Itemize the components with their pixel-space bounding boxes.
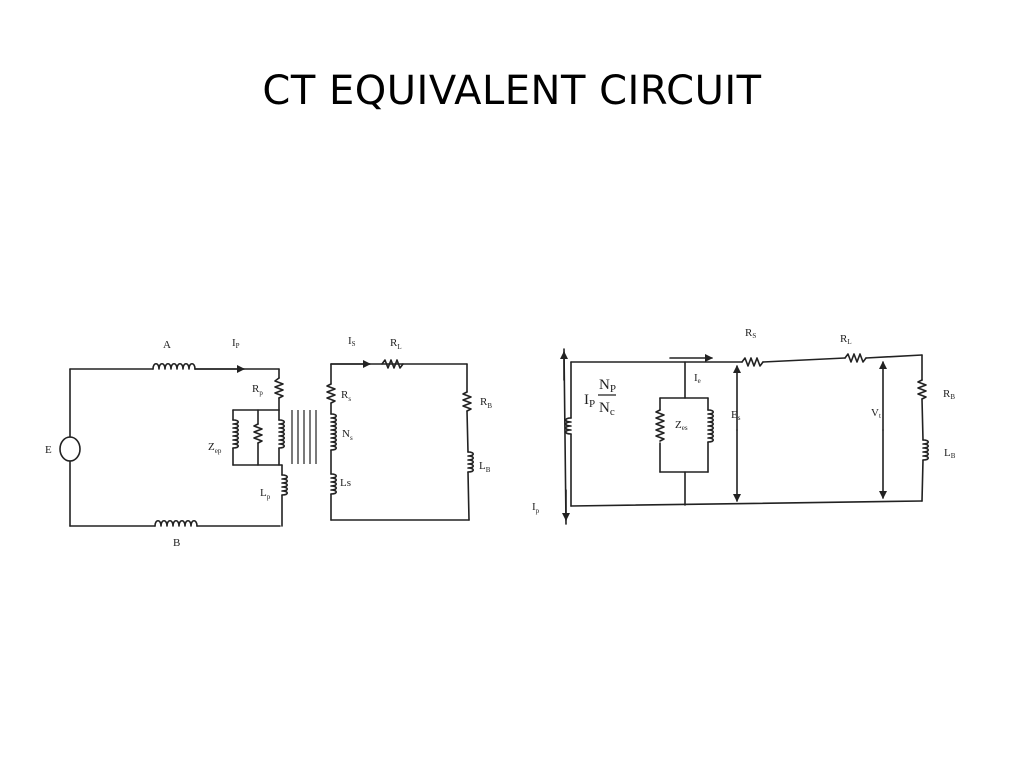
label-lp: Lp (260, 487, 271, 501)
voltage-source-e (59, 368, 81, 527)
inductor-ls (330, 473, 338, 495)
resistor-rb-right (917, 379, 927, 400)
coil-ideal-ct (564, 417, 572, 435)
left-circuit-diagram: E A B IP Rp Zep Lp IS RL Rs Ns Ls RB LB (45, 335, 492, 549)
right-top-wire-3 (865, 354, 923, 359)
label-ratio-ip: IP (584, 392, 595, 410)
label-lb-left: LB (479, 460, 491, 474)
label-rb-right: RB (943, 388, 955, 401)
label-rp: Rp (252, 383, 263, 397)
label-ip: IP (232, 337, 240, 350)
transformer-core (291, 410, 317, 464)
label-is: IS (348, 335, 356, 348)
label-ratio-nc: Nc (599, 400, 615, 418)
inductor-lb-right (922, 439, 930, 461)
inductor-lp (281, 474, 289, 496)
label-rs-right: RS (745, 327, 756, 340)
label-rs-left: Rs (341, 389, 351, 403)
right-bottom-wire (570, 500, 923, 507)
label-rb-left: RB (480, 396, 492, 410)
inductor-b (154, 519, 198, 527)
label-b: B (173, 537, 180, 549)
resistor-rl-left (381, 359, 404, 369)
right-top-wire-2 (762, 357, 846, 363)
label-ratio-np: NP (599, 377, 616, 395)
resistor-rl-right (844, 353, 867, 363)
right-circuit-diagram: IP NP Nc Ip Ie Zes Es RS RL Vt RB LB (532, 327, 956, 525)
label-ip-right: Ip (532, 501, 540, 515)
label-a: A (163, 339, 171, 351)
label-rl-left: RL (390, 337, 402, 351)
resistor-rs-left (326, 383, 336, 404)
label-zep: Zep (208, 441, 222, 455)
magnetizing-branch-zep (232, 409, 286, 466)
label-ie: Ie (694, 372, 701, 385)
inductor-lb-left (467, 451, 475, 473)
label-e: E (45, 444, 52, 456)
slide-title: CT EQUIVALENT CIRCUIT (262, 68, 762, 114)
label-rl-right: RL (840, 333, 852, 346)
resistor-rs-right (741, 357, 764, 367)
excitation-branch-zes (655, 361, 715, 506)
label-zes: Zes (675, 419, 688, 432)
label-vt: Vt (871, 407, 881, 420)
label-ls: Ls (340, 477, 351, 489)
resistor-rb-left (462, 391, 472, 412)
coil-ns (330, 413, 338, 451)
inductor-a (152, 362, 196, 370)
label-ns: Ns (342, 428, 353, 442)
resistor-rp (274, 377, 284, 399)
label-es: Es (731, 409, 741, 422)
label-lb-right: LB (944, 447, 956, 460)
